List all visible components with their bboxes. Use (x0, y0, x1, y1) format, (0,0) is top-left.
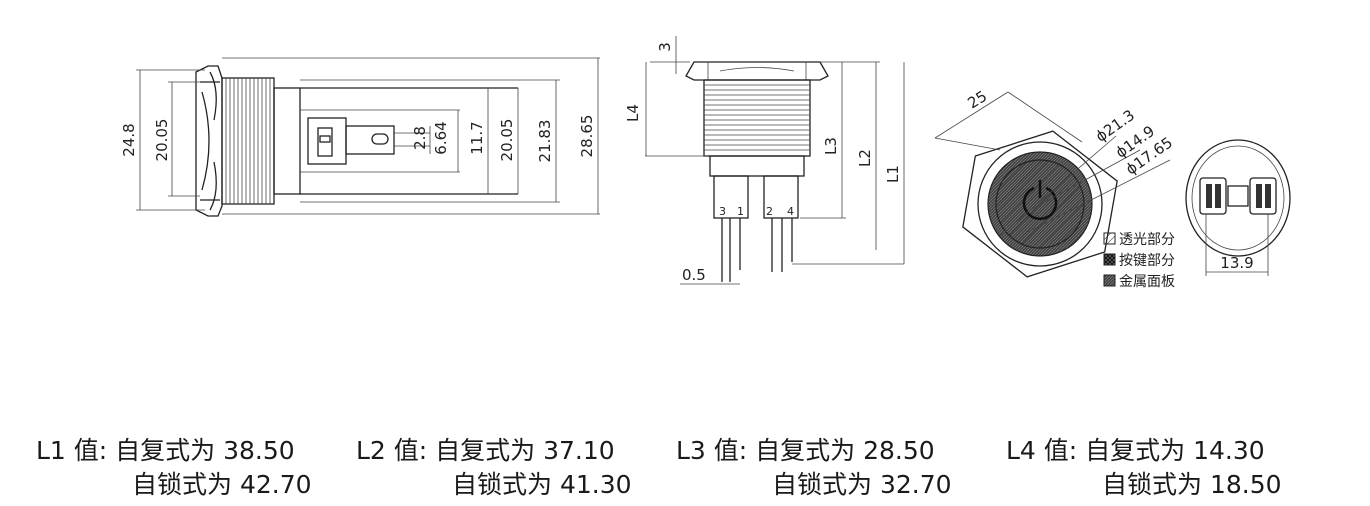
dim-side-24-8: 24.8 (120, 123, 138, 156)
l1-label: L1 值: (36, 436, 108, 465)
pin-label-2: 2 (766, 205, 773, 218)
front-view (645, 36, 905, 285)
l4-values: L4 值: 自复式为 14.30 自锁式为 18.50 (1006, 434, 1282, 502)
dim-side-21-83: 21.83 (536, 120, 554, 163)
dim-front-l4: L4 (624, 104, 642, 122)
l3-self-reset: 自复式为 28.50 (755, 436, 935, 465)
dim-front-3: 3 (656, 42, 674, 52)
l4-self-reset: 自复式为 14.30 (1085, 436, 1265, 465)
dim-top-25: 25 (964, 87, 990, 112)
legend-swatch-button (1103, 253, 1116, 266)
legend-swatch-panel (1103, 274, 1116, 287)
dim-front-l2: L2 (856, 149, 874, 167)
l4-self-lock: 自锁式为 18.50 (1102, 470, 1282, 499)
bottom-view (1185, 139, 1291, 276)
legend-label-translucent: 透光部分 (1119, 232, 1175, 248)
l2-label: L2 值: (356, 436, 428, 465)
front-dim-labels: 3 L4 L3 L2 L1 0.5 3 1 2 4 (624, 42, 902, 284)
l2-self-reset: 自复式为 37.10 (435, 436, 615, 465)
legend-swatch-translucent (1103, 232, 1116, 245)
legend-label-button: 按键部分 (1119, 253, 1175, 269)
dim-side-20-05-a: 20.05 (153, 119, 171, 162)
dim-front-l3: L3 (822, 137, 840, 155)
pin-label-3: 3 (719, 205, 726, 218)
l2-self-lock: 自锁式为 41.30 (452, 470, 632, 499)
technical-drawing: 24.8 20.05 2.8 6.64 11.7 20.05 21.83 28.… (120, 36, 1291, 290)
l1-self-reset: 自复式为 38.50 (115, 436, 295, 465)
l3-label: L3 值: (676, 436, 748, 465)
legend: 透光部分 按键部分 金属面板 (1103, 232, 1175, 290)
l3-self-lock: 自锁式为 32.70 (772, 470, 952, 499)
pin-label-4: 4 (787, 205, 794, 218)
dim-side-2-8: 2.8 (411, 126, 429, 150)
side-dim-labels: 24.8 20.05 2.8 6.64 11.7 20.05 21.83 28.… (120, 115, 596, 163)
l4-label: L4 值: (1006, 436, 1078, 465)
l3-values: L3 值: 自复式为 28.50 自锁式为 32.70 (676, 434, 952, 502)
side-view (136, 57, 600, 217)
l1-self-lock: 自锁式为 42.70 (132, 470, 312, 499)
dim-front-l1: L1 (884, 165, 902, 183)
legend-label-panel: 金属面板 (1119, 274, 1175, 290)
pin-label-1: 1 (737, 205, 744, 218)
dim-side-11-7: 11.7 (468, 121, 486, 154)
dim-side-20-05-b: 20.05 (498, 119, 516, 162)
dim-side-6-64: 6.64 (432, 121, 450, 154)
l1-values: L1 值: 自复式为 38.50 自锁式为 42.70 (36, 434, 312, 502)
dim-side-28-65: 28.65 (578, 115, 596, 158)
top-view (934, 91, 1171, 278)
dim-front-0-5: 0.5 (682, 266, 706, 284)
l2-values: L2 值: 自复式为 37.10 自锁式为 41.30 (356, 434, 632, 502)
dim-bottom-13-9: 13.9 (1220, 254, 1253, 272)
